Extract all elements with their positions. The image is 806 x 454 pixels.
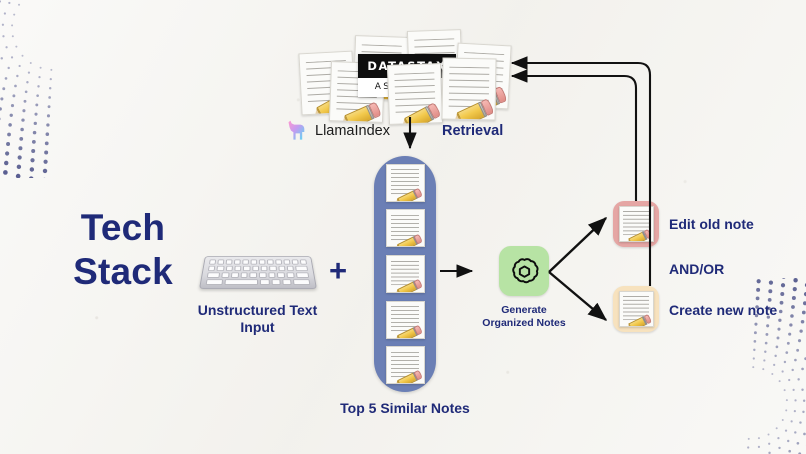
- and-or-conjunction-label: AND/OR: [669, 261, 725, 277]
- outcome-note-icon: [618, 206, 654, 242]
- db-note-icon: [386, 63, 444, 125]
- generate-notes-caption-line-2: Organized Notes: [482, 316, 566, 329]
- page-title: Tech Stack: [28, 206, 218, 293]
- arrow-edit-feedback-to-db: [510, 69, 638, 201]
- page-title-line-2: Stack: [73, 250, 173, 292]
- similar-note-icon: [385, 300, 425, 339]
- note-ruled-lines: [390, 260, 420, 287]
- unstructured-input-label-line-1: Unstructured Text: [197, 302, 318, 318]
- retrieval-label: Retrieval: [441, 123, 504, 139]
- unstructured-input-label-line-2: Input: [240, 319, 275, 336]
- astra-db-note-cluster: DATASTAX ASTRA DB: [296, 14, 512, 125]
- generate-notes-caption: Generate Organized Notes: [478, 304, 570, 330]
- openai-tile: [499, 246, 549, 296]
- keyboard-icon: [198, 256, 317, 289]
- openai-icon: [511, 257, 539, 283]
- top-similar-notes-caption: Top 5 Similar Notes: [340, 400, 470, 416]
- generate-notes-block: Generate Organized Notes: [478, 246, 570, 330]
- plus-operator: +: [329, 253, 348, 288]
- db-note-icon: [441, 57, 497, 121]
- similar-note-icon: [385, 163, 425, 202]
- edit-old-note-label: Edit old note: [669, 216, 754, 232]
- unstructured-input-block: Unstructured Text Input: [195, 245, 320, 336]
- create-new-note-tile: [613, 286, 659, 332]
- llama-icon: [288, 120, 305, 140]
- llamaindex-label: LlamaIndex: [315, 123, 390, 139]
- create-new-note-label: Create new note: [669, 302, 778, 318]
- similar-note-icon: [385, 254, 425, 293]
- top-left-dot-decoration: [0, 0, 53, 178]
- top-similar-notes-column: [374, 156, 436, 392]
- generate-notes-caption-line-1: Generate: [501, 304, 547, 316]
- edit-old-note-tile: [613, 201, 659, 247]
- outcome-note-icon: [618, 291, 654, 327]
- similar-note-icon: [385, 209, 425, 248]
- page-title-line-1: Tech: [80, 207, 166, 248]
- unstructured-input-label: Unstructured Text Input: [195, 302, 320, 336]
- similar-note-icon: [385, 346, 425, 385]
- retrieval-framework-row: LlamaIndex Retrieval: [283, 118, 503, 144]
